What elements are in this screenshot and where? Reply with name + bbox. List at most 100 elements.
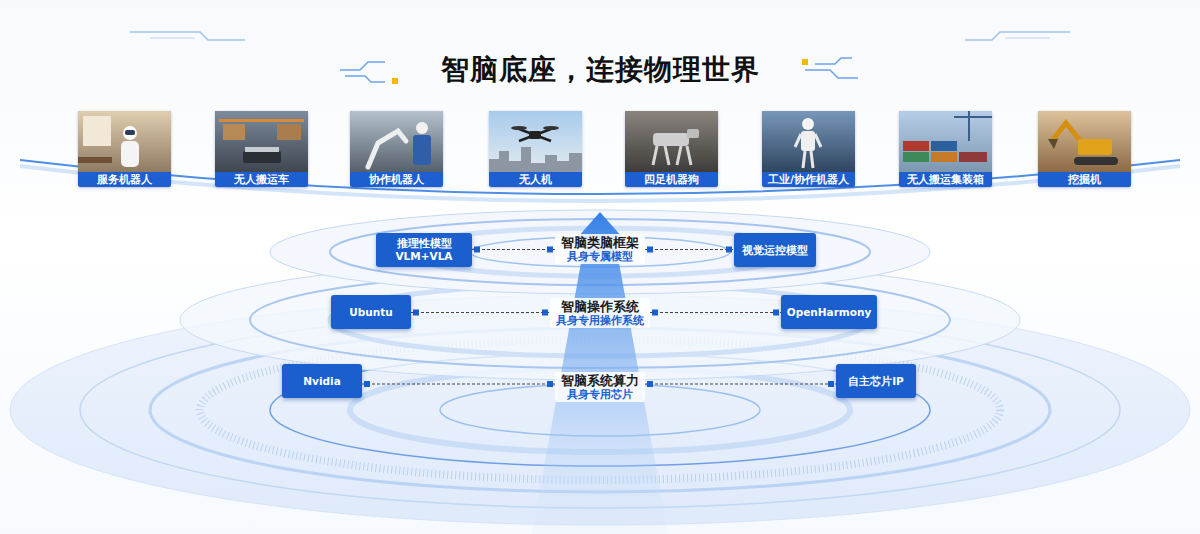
connector-end-square [474,247,480,253]
connector-end-square [652,310,658,316]
connector-end-square [828,381,834,387]
upward-arrow [532,212,668,534]
rotor [511,126,527,130]
layer-subtitle: 具身专用操作系统 [556,314,644,327]
application-card: 无人机 [489,111,582,187]
box-label: OpenHarmony [787,306,872,319]
card-label: 无人搬运集装箱 [899,172,992,187]
card-label: 四足机器狗 [625,172,718,187]
table [78,157,112,163]
container [931,141,957,151]
robot-face [125,130,135,135]
card-label: 无人搬运车 [215,172,308,187]
robot-body [121,141,139,167]
photo-ground [215,111,308,172]
box-label: 推理性模型 VLM+VLA [384,237,464,263]
application-card: 无人搬运车 [215,111,308,187]
application-card: 挖掘机 [1038,111,1131,187]
application-card: 四足机器狗 [625,111,718,187]
box-label: 自主芯片IP [848,375,904,388]
decor-line [340,62,385,70]
container [931,152,957,162]
decor-square [392,78,398,84]
excavator-photo [1038,111,1131,172]
decor-square [802,59,808,65]
component-box: 自主芯片IP [836,364,916,398]
application-card: 协作机器人 [350,111,443,187]
card-label: 挖掘机 [1038,172,1131,187]
dashed-connector [362,384,555,385]
component-box: Nvidia [282,364,362,398]
connector-end-square [547,247,553,253]
decor-line [130,32,245,40]
service-robot-photo [78,111,171,172]
agv-top [245,147,279,152]
city [489,147,582,172]
layer-label: 智脑类脑框架具身专属模型 [555,234,645,264]
box-label: 视觉运控模型 [742,244,808,257]
dashed-connector [645,384,836,385]
helmet [416,122,428,134]
cobot-photo [350,111,443,172]
connector-end-square [726,247,732,253]
dashed-connector [645,249,734,250]
rotor [543,126,559,130]
box [223,124,245,140]
photo-ground [78,111,171,172]
box-label: Nvidia [303,375,340,388]
decor-line [150,37,195,39]
layer-subtitle: 具身专用芯片 [561,388,639,401]
humanoid-head [802,118,814,130]
layer-title: 智脑类脑框架 [561,235,639,250]
dashed-connector [472,249,555,250]
container [903,141,929,151]
component-box: Ubuntu [331,295,411,329]
layer-title: 智脑操作系统 [556,299,644,314]
container [959,152,987,162]
decor-line [815,58,852,64]
photo-ground [350,111,443,172]
layer-label: 智脑操作系统具身专用操作系统 [550,298,650,328]
connector-end-square [542,310,548,316]
humanoid-photo [762,111,855,172]
photo-ground [489,111,582,172]
layer-label: 智脑系统算力具身专用芯片 [555,372,645,402]
application-card: 服务机器人 [78,111,171,187]
excavator-body [1078,139,1112,155]
dog-head [687,129,699,138]
box-label: Ubuntu [349,306,393,319]
card-label: 协作机器人 [350,172,443,187]
photo-ground [762,111,855,172]
robot-head [123,126,137,140]
arc-line [20,160,1180,194]
application-card: 无人搬运集装箱 [899,111,992,187]
dashed-connector [650,312,781,313]
decor-line [965,32,1070,40]
tracks [1074,157,1118,165]
robot-dog-photo [625,111,718,172]
photo-ground [899,111,992,172]
robot-arm [368,131,406,167]
component-box: 视觉运控模型 [734,233,816,267]
connector-end-square [364,381,370,387]
window [83,116,111,146]
crane [954,111,992,141]
connector-end-square [547,381,553,387]
decor-line [805,70,858,78]
card-label: 服务机器人 [78,172,171,187]
dashed-connector [411,312,550,313]
connector-end-square [647,247,653,253]
layer-subtitle: 具身专属模型 [561,250,639,263]
drone-arms [519,129,551,141]
decor-line [345,76,385,82]
diagram-title: 智脑底座，连接物理世界 [0,50,1200,90]
card-label: 工业/协作机器人 [762,172,855,187]
photo-ground [1038,111,1131,172]
dog-legs [653,146,691,165]
container [903,152,929,162]
drone-body [529,131,541,139]
photo-ground [625,111,718,172]
box [277,124,301,140]
component-box: 推理性模型 VLM+VLA [376,233,472,267]
